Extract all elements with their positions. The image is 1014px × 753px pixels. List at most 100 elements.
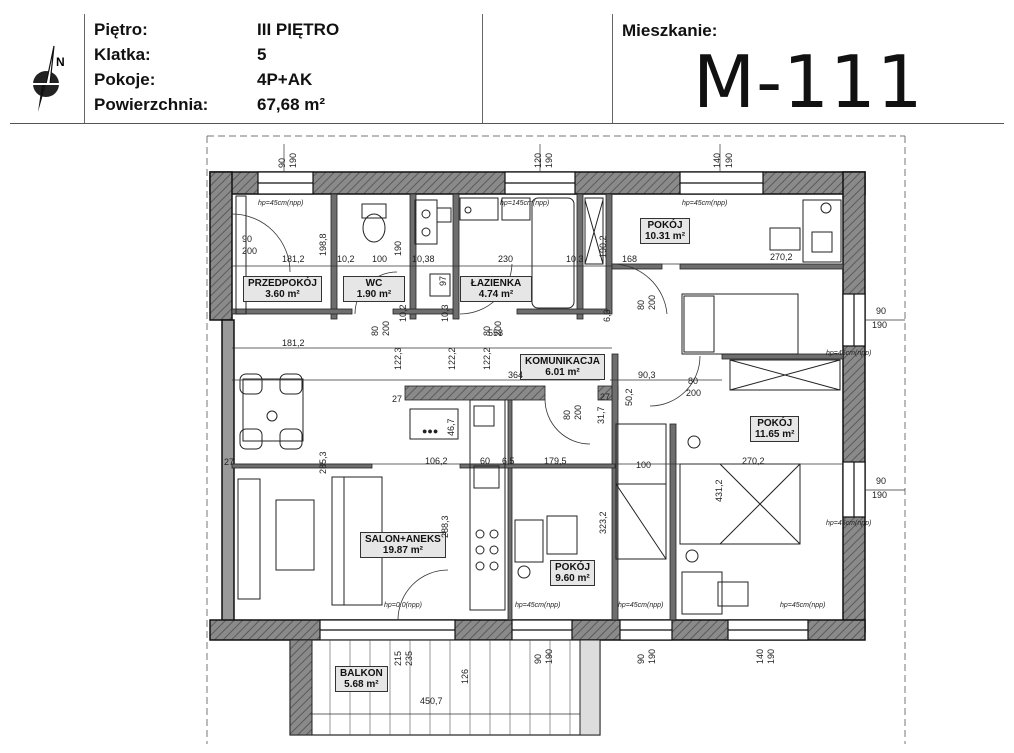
dim-label: 230 xyxy=(498,254,514,264)
dim-label: 106,2 xyxy=(425,456,448,466)
dim-label: 10,2 xyxy=(398,304,408,322)
dim-label: 190 xyxy=(766,648,776,664)
header-divider xyxy=(84,14,85,123)
north-arrow-icon: N xyxy=(33,45,65,112)
dim-label: 46,7 xyxy=(446,418,456,436)
window-sill-note: hp=145cm(npp) xyxy=(500,200,550,207)
dim-label: 235 xyxy=(404,650,414,666)
floor-plan-drawing xyxy=(206,135,906,744)
rooms-value: 4P+AK xyxy=(257,70,313,89)
dim-label: 6,5 xyxy=(502,456,515,466)
dim-label: 122,2 xyxy=(447,347,457,370)
dim-label: 10,2 xyxy=(337,254,355,264)
dim-label: 80 xyxy=(370,325,380,336)
dim-label: 50,2 xyxy=(624,388,634,406)
dim-label: 168 xyxy=(622,254,638,264)
header-divider xyxy=(482,14,483,123)
dim-label: 6,3 xyxy=(602,309,612,322)
dim-label: 90 xyxy=(636,653,646,664)
dim-label: 270,2 xyxy=(770,252,793,262)
header-rule xyxy=(10,123,1004,124)
dim-label: 97 xyxy=(438,275,448,286)
window-sill-note: hp=45cm(npp) xyxy=(826,520,872,527)
dim-label: 27 xyxy=(392,394,403,404)
area-value: 67,68 m² xyxy=(257,95,326,114)
window-sill-note: hp=45cm(npp) xyxy=(515,602,561,609)
dim-label: 190 xyxy=(544,648,554,664)
dim-label: 10,38 xyxy=(412,254,435,264)
stair-value: 5 xyxy=(257,45,267,64)
dim-label: 200 xyxy=(686,388,702,398)
dim-label: 364 xyxy=(508,370,524,380)
dim-label: 90 xyxy=(277,157,287,168)
dim-label: 450,7 xyxy=(420,696,443,706)
plan-header: N Piętro: III PIĘTRO Klatka: 5 Pokoje: 4… xyxy=(0,0,1014,124)
dim-label: 80 xyxy=(636,299,646,310)
dim-label: 90 xyxy=(876,476,887,486)
dim-label: 90 xyxy=(533,653,543,664)
dim-label: 179,5 xyxy=(544,456,567,466)
rooms-label: Pokoje: xyxy=(94,70,156,89)
header-divider xyxy=(612,14,613,123)
dim-label: 80 xyxy=(688,376,699,386)
dim-label: 60 xyxy=(480,456,491,466)
window-sill-note: hp=45cm(npp) xyxy=(826,350,872,357)
floor-value: III PIĘTRO xyxy=(257,20,340,39)
dim-label: 190 xyxy=(544,152,554,168)
apartment-code: M-111 xyxy=(693,40,924,124)
window-sill-note: hp=45cm(npp) xyxy=(258,200,304,207)
dim-label: 558 xyxy=(488,328,504,338)
dim-label: 270,2 xyxy=(742,456,765,466)
window-sill-note: hp=45cm(npp) xyxy=(780,602,826,609)
dim-label: 200 xyxy=(573,404,583,420)
dim-label: 126 xyxy=(460,668,470,684)
dim-label: 285,3 xyxy=(318,451,328,474)
dim-label: 198,8 xyxy=(318,233,328,256)
dim-label: 90,3 xyxy=(638,370,656,380)
dim-label: 31,7 xyxy=(596,406,606,424)
plot-boundary xyxy=(206,135,906,744)
dim-label: 200 xyxy=(647,294,657,310)
dim-label: 190 xyxy=(393,240,403,256)
dim-label: 190 xyxy=(872,490,888,500)
dim-label: 200 xyxy=(242,246,258,256)
dim-label: 181,2 xyxy=(282,254,305,264)
window-sill-note: hp=45cm(npp) xyxy=(682,200,728,207)
dim-label: 80 xyxy=(562,409,572,420)
dim-label: 200 xyxy=(381,320,391,336)
window-sill-note: hp=45cm(npp) xyxy=(618,602,664,609)
windows xyxy=(257,171,866,641)
dim-label: 90 xyxy=(876,306,887,316)
dim-label: 431,2 xyxy=(714,479,724,502)
dim-label: 100 xyxy=(636,460,652,470)
stair-label: Klatka: xyxy=(94,45,151,64)
dim-label: 323,2 xyxy=(598,511,608,534)
dim-label: 215 xyxy=(393,650,403,666)
dim-label: 120 xyxy=(533,152,543,168)
dim-label: 190 xyxy=(724,152,734,168)
dim-label: 90 xyxy=(242,234,253,244)
interior-walls xyxy=(231,193,844,621)
dim-label: 27 xyxy=(224,457,235,467)
dim-label: 190 xyxy=(647,648,657,664)
window-sill-note: hp=0.0(npp) xyxy=(384,602,422,609)
dim-label: 190 xyxy=(288,152,298,168)
dim-label: 140 xyxy=(712,152,722,168)
dim-label: 140 xyxy=(755,648,765,664)
dimension-lines xyxy=(232,144,905,715)
dim-label: 10,3 xyxy=(566,254,584,264)
area-label: Powierzchnia: xyxy=(94,95,209,114)
floor-label: Piętro: xyxy=(94,20,148,39)
appliance-marks: ●●● xyxy=(422,426,439,436)
dim-label: 27 xyxy=(600,392,611,402)
dim-label: 100 xyxy=(372,254,388,264)
dim-label: 122,3 xyxy=(393,347,403,370)
